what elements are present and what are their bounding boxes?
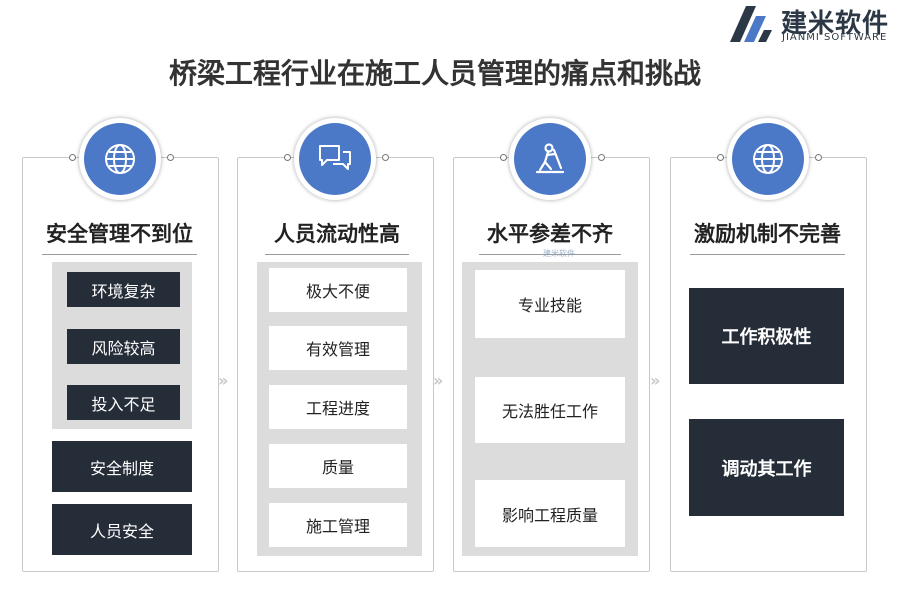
list-item: 质量: [269, 444, 407, 488]
flow-arrow: »: [650, 371, 660, 390]
column-heading: 水平参差不齐: [479, 214, 621, 255]
list-item: 专业技能: [475, 270, 625, 338]
brand-name-en: JIANMI SOFTWARE: [782, 32, 888, 43]
brand-name-cn: 建米软件: [781, 9, 890, 39]
column-heading: 安全管理不到位: [42, 214, 197, 255]
list-item: 工程进度: [269, 385, 407, 429]
card-dot: [717, 154, 724, 161]
list-item: 人员安全: [52, 504, 192, 555]
column-icon-circle: [727, 118, 809, 200]
card-dot: [284, 154, 291, 161]
column-icon-circle: [79, 118, 161, 200]
list-item: 工作积极性: [689, 288, 844, 384]
list-item: 施工管理: [269, 503, 407, 547]
flow-arrow: »: [218, 371, 228, 390]
flow-arrow: »: [433, 371, 443, 390]
card-dot: [382, 154, 389, 161]
list-item: 影响工程质量: [475, 480, 625, 547]
logo-mark-icon: [730, 6, 772, 42]
page-title: 桥梁工程行业在施工人员管理的痛点和挑战: [168, 57, 701, 90]
panel-item: 风险较高: [67, 329, 180, 364]
list-item: 有效管理: [269, 326, 407, 370]
panel-item: 环境复杂: [67, 272, 180, 307]
column-icon-circle: [509, 118, 591, 200]
card-dot: [69, 154, 76, 161]
list-item: 安全制度: [52, 441, 192, 492]
column-icon-circle: [294, 118, 376, 200]
watermark: 建米软件: [543, 249, 575, 258]
card-dot: [815, 154, 822, 161]
list-item: 极大不便: [269, 268, 407, 312]
card-dot: [500, 154, 507, 161]
card-dot: [598, 154, 605, 161]
column-heading: 激励机制不完善: [690, 214, 845, 255]
globe-icon: [105, 144, 135, 174]
globe-icon: [753, 144, 783, 174]
card-dot: [167, 154, 174, 161]
chat-bubbles-icon: [319, 145, 351, 170]
list-item: 调动其工作: [689, 419, 844, 516]
list-item: 无法胜任工作: [475, 377, 625, 443]
column-heading: 人员流动性高: [265, 214, 409, 255]
panel-item: 投入不足: [67, 385, 180, 420]
worker-icon: [535, 143, 565, 174]
brand-logo: 建米软件 JIANMI SOFTWARE: [726, 2, 898, 46]
